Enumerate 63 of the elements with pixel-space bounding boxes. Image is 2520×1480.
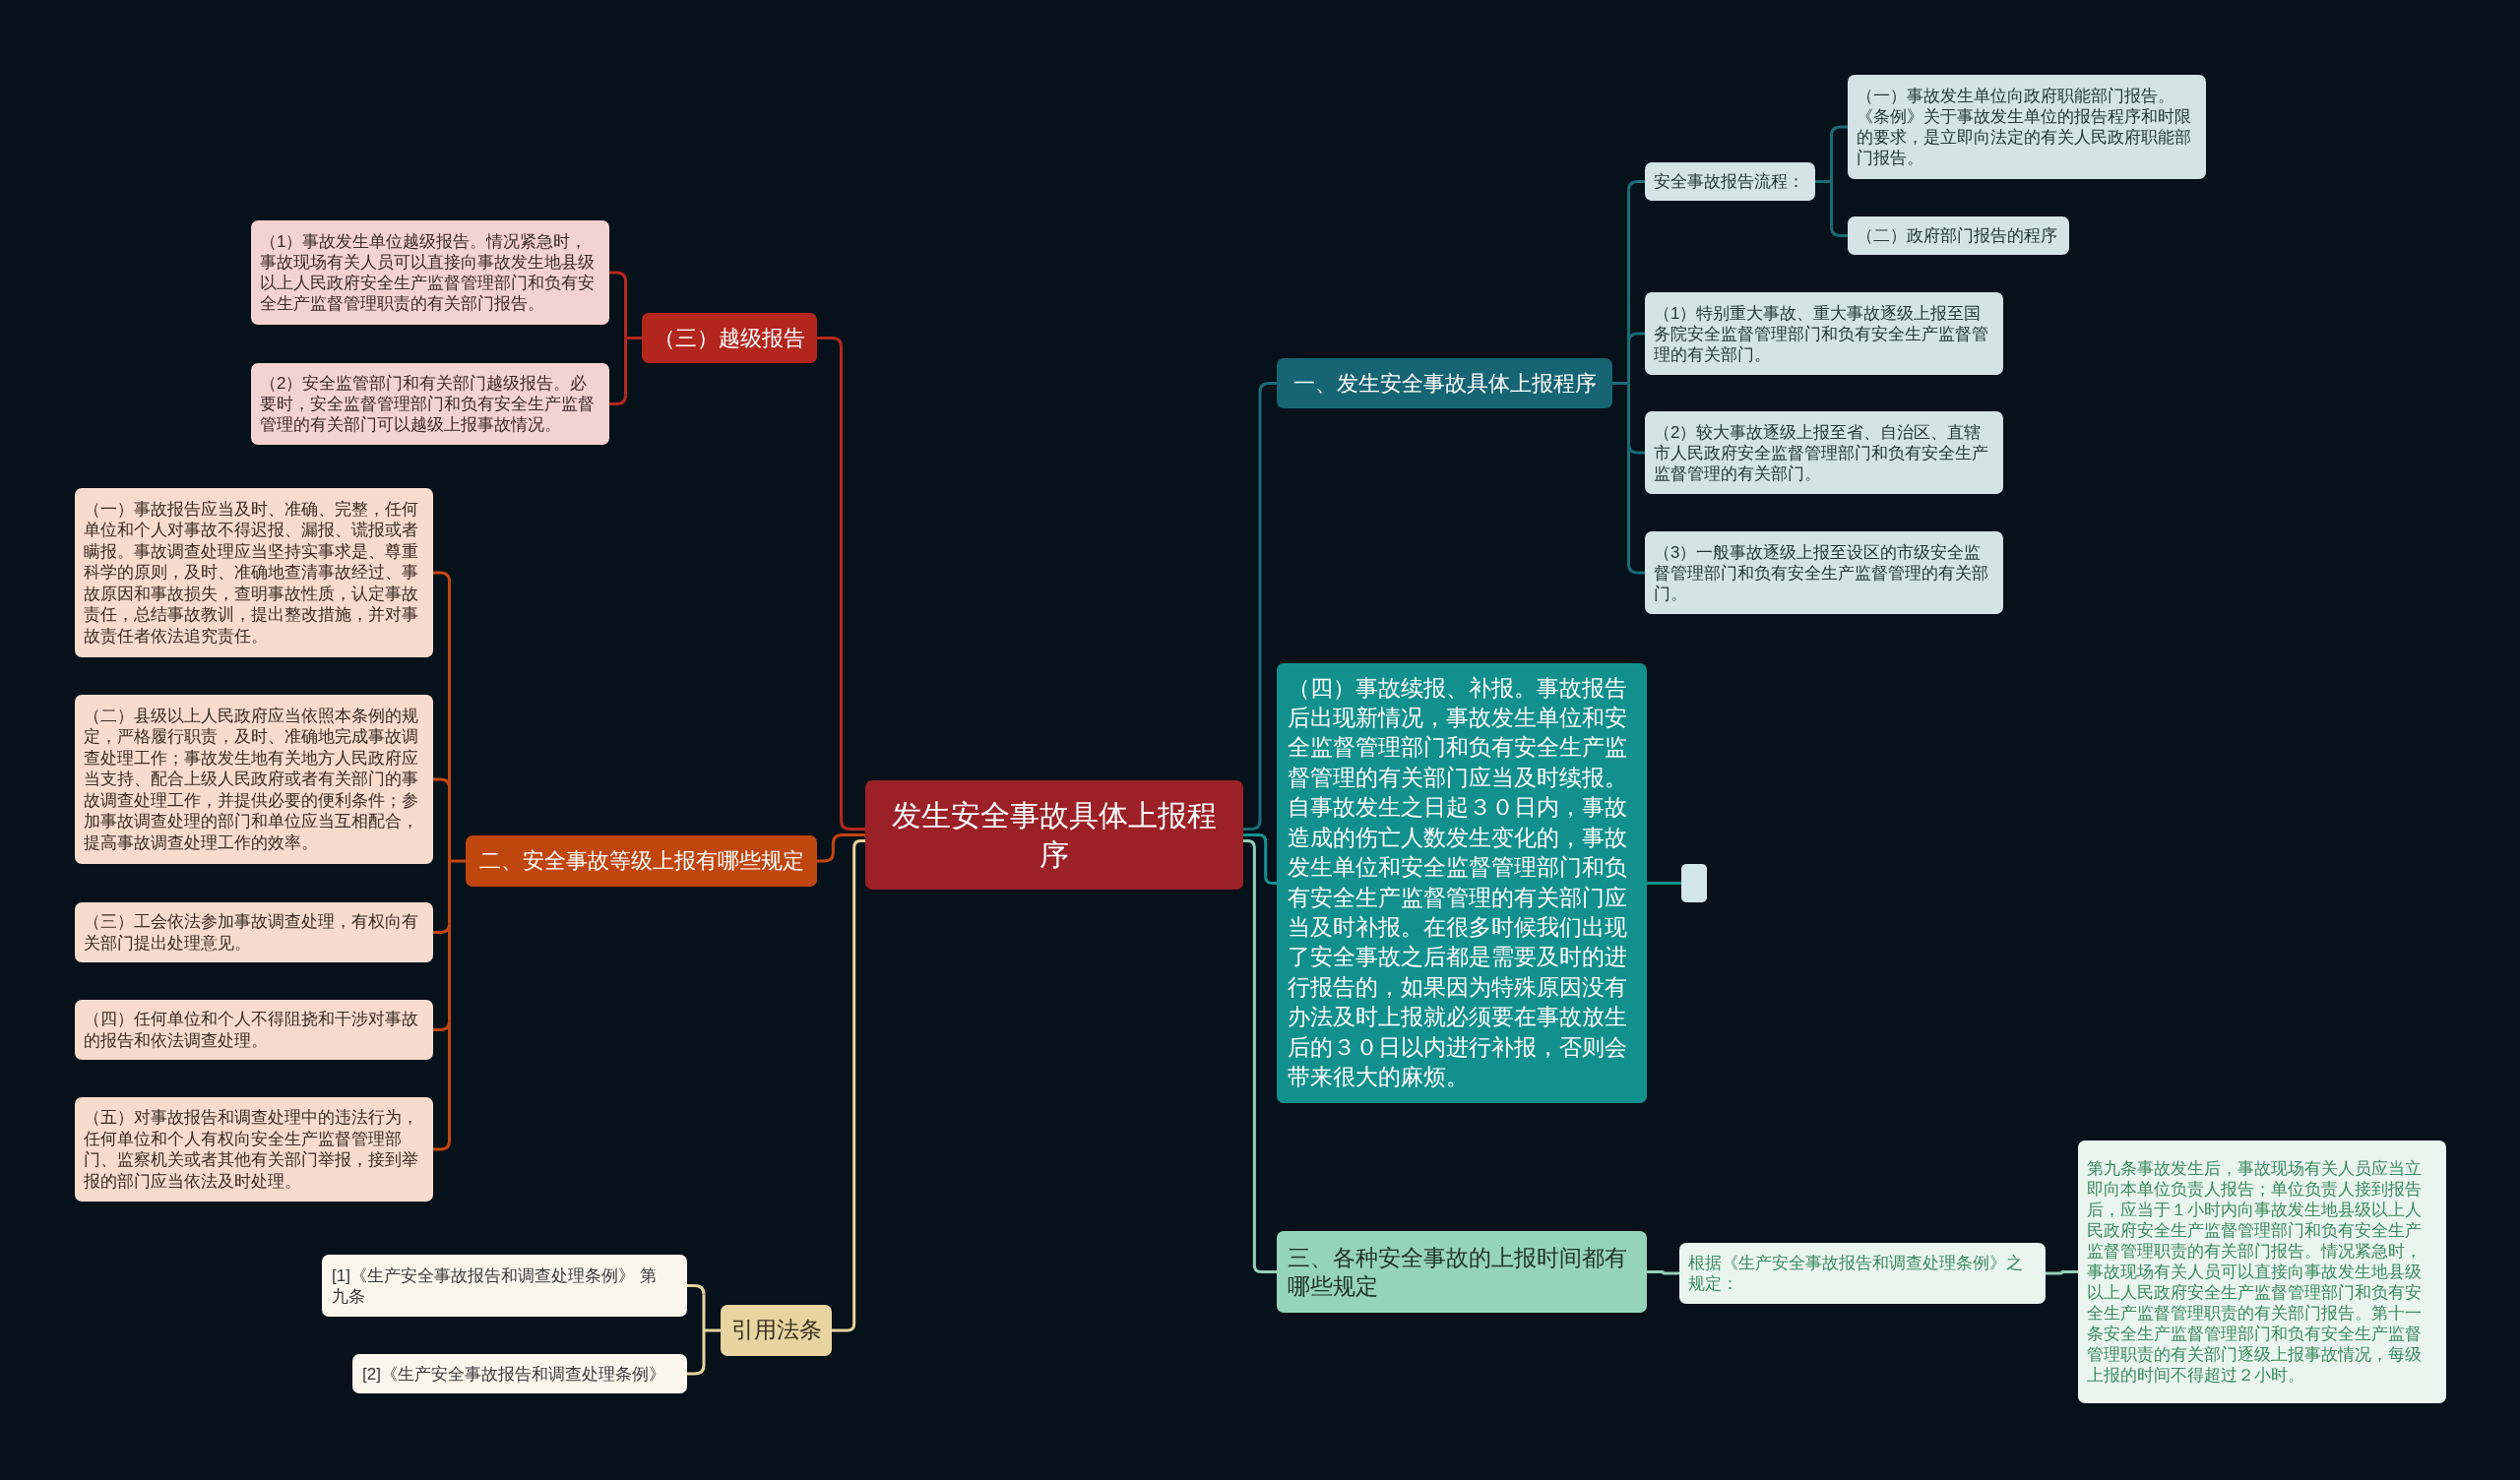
subtopic-box: （二）政府部门报告的程序: [1848, 216, 2069, 255]
connector-line: [832, 839, 865, 1332]
branch-topic-box: 一、发生安全事故具体上报程序: [1277, 358, 1612, 408]
connector-line: [817, 337, 865, 831]
branch-topic-box: 引用法条: [721, 1305, 832, 1356]
connector-line: [448, 788, 451, 861]
subtopic-box: （2）较大事故逐级上报至省、自治区、直辖市人民政府安全监督管理部门和负有安全生产监督管理的有关部门。: [1645, 411, 2003, 494]
connector-line: [1627, 444, 1630, 564]
branch-topic-box: （三）越级报告: [642, 313, 817, 363]
connector-line: [817, 833, 865, 863]
subtopic-box: [1]《生产安全事故报告和调查处理条例》 第九条: [322, 1255, 687, 1317]
subtopic-box: （1）事故发生单位越级报告。情况紧急时，事故现场有关人员可以直接向事故发生地县级以上人民政府安全生产监督管理部门和负有安全生产监督管理职责的有关部门报告。: [251, 220, 609, 325]
connector-line: [448, 582, 451, 788]
connector-line: [1627, 383, 1630, 444]
connector-line: [702, 1294, 706, 1330]
connector-line: [1647, 882, 1681, 885]
connector-line: [433, 571, 451, 583]
connector-line: [448, 861, 451, 924]
connector-line: [449, 859, 466, 863]
connector-line: [448, 923, 451, 1021]
connector-line: [1243, 382, 1277, 831]
connector-line: [687, 1284, 706, 1295]
connector-line: [433, 1140, 451, 1151]
connector-line: [1830, 181, 1833, 227]
connector-line: [1243, 833, 1277, 885]
subtopic-box: 根据《生产安全事故报告和调查处理条例》之规定：: [1679, 1243, 2046, 1304]
central-topic-box: 发生安全事故具体上报程序: [865, 780, 1243, 890]
branch-topic-box: （四）事故续报、补报。事故报告后出现新情况，事故发生单位和安全监督管理部门和负有安全生产监督管理的有关部门应当及时续报。自事故发生之日起３０日内，事故造成的伤亡人数发生变化的，事故发生单位和安全监督管理部门和负有安全生产监督管理的有关部门应当及时补报。在很多时候我们出现了安全事故之后都是需要及时的进行报告的，如果因为特殊原因没有办法及时上报就必须要在事故放生后的３０日以内进行补报，否则会带来很大的麻烦。: [1277, 663, 1647, 1103]
subtopic-box: （1）特别重大事故、重大事故逐级上报至国务院安全监督管理部门和负有安全生产监督管理的有关部门。: [1645, 292, 2003, 375]
subtopic-box: 安全事故报告流程：: [1645, 162, 1815, 201]
branch-topic-box: 二、安全事故等级上报有哪些规定: [466, 835, 817, 887]
connector-line: [702, 1330, 706, 1365]
connector-line: [624, 338, 627, 396]
subtopic-box: （2）安全监管部门和有关部门越级报告。必要时，安全监督管理部门和负有安全生产监督管理的有关部门可以越级上报事故情况。: [251, 363, 609, 445]
subtopic-box: （一）事故发生单位向政府职能部门报告。《条例》关于事故发生单位的报告程序和时限的要求，是立即向法定的有关人民政府职能部门报告。: [1848, 75, 2206, 179]
connector-line: [609, 271, 627, 282]
subtopic-box: （二）县级以上人民政府应当依照本条例的规定，严格履行职责，及时、准确地完成事故调查处理工作；事故发生地有关地方人民政府应当支持、配合上级人民政府或者有关部门的事故调查处理工作，并提供必要的便利条件；参加事故调查处理的部门和单位应当互相配合，提高事故调查处理工作的效率。: [75, 695, 433, 864]
subtopic-box: （3）一般事故逐级上报至设区的市级安全监督管理部门和负有安全生产监督管理的有关部门。: [1645, 531, 2003, 614]
connector-line: [1612, 382, 1629, 385]
connector-line: [448, 1020, 451, 1141]
branch-topic-box: 三、各种安全事故的上报时间都有哪些规定: [1277, 1231, 1647, 1313]
subtopic-box: （一）事故报告应当及时、准确、完整，任何单位和个人对事故不得迟报、漏报、谎报或者瞒报。事故调查处理应当坚持实事求是、尊重科学的原则，及时、准确地查清事故经过、事故原因和事故损失，查明事故性质，认定事故责任，总结事故教训，提出整改措施，并对事故责任者依法追究责任。: [75, 488, 433, 657]
connector-line: [1627, 180, 1645, 191]
connector-line: [1627, 342, 1630, 384]
connector-line: [687, 1364, 706, 1376]
connector-line: [624, 281, 627, 339]
subtopic-box: [2]《生产安全事故报告和调查处理条例》: [352, 1354, 687, 1393]
connector-line: [1627, 563, 1645, 575]
connector-line: [1815, 180, 1832, 183]
empty-topic-box: [1681, 864, 1707, 902]
connector-line: [625, 337, 642, 339]
connector-line: [1830, 136, 1833, 182]
connector-line: [1647, 1270, 1679, 1275]
connector-line: [1627, 190, 1630, 342]
subtopic-box: （五）对事故报告和调查处理中的违法行为，任何单位和个人有权向安全生产监督管理部门、监察机关或者其他有关部门举报，接到举报的部门应当依法及时处理。: [75, 1097, 433, 1202]
connector-line: [1830, 226, 1848, 237]
subtopic-box: （四）任何单位和个人不得阻挠和干涉对事故的报告和依法调查处理。: [75, 1000, 433, 1060]
connector-line: [1830, 125, 1848, 137]
subtopic-box: （三）工会依法参加事故调查处理，有权向有关部门提出处理意见。: [75, 902, 433, 962]
connector-line: [1243, 839, 1277, 1273]
subtopic-box: 第九条事故发生后，事故现场有关人员应当立即向本单位负责人报告；单位负责人接到报告后，应当于１小时内向事故发生地县级以上人民政府安全生产监督管理部门和负有安全生产监督管理职责的有关部门报告。情况紧急时，事故现场有关人员可以直接向事故发生地县级以上人民政府安全生产监督管理部门和负有安全生产监督管理职责的有关部门报告。第十一条安全生产监督管理部门和负有安全生产监督管理职责的有关部门逐级上报事故情况，每级上报的时间不得超过２小时。: [2078, 1141, 2446, 1403]
connector-line: [2046, 1270, 2078, 1275]
connector-line: [609, 395, 627, 405]
